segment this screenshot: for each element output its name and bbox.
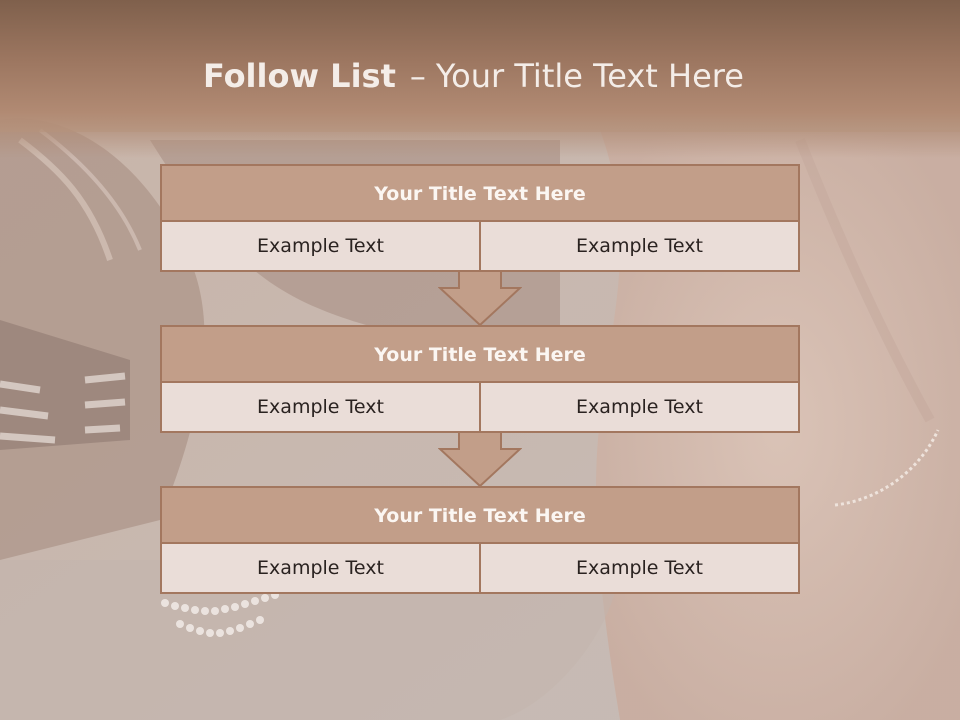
list-block-3: Your Title Text Here Example Text Exampl… [160,486,800,594]
block-cell-left: Example Text [162,544,481,592]
slide-title-rest: Your Title Text Here [435,57,744,95]
list-block-2: Your Title Text Here Example Text Exampl… [160,325,800,433]
block-row: Example Text Example Text [162,383,798,431]
slide-title-dash: – [409,57,426,95]
list-block-1: Your Title Text Here Example Text Exampl… [160,164,800,272]
slide-title-bold: Follow List [203,57,396,95]
block-cell-right: Example Text [481,544,798,592]
block-cell-right: Example Text [481,383,798,431]
down-arrow-icon [438,431,522,487]
block-row: Example Text Example Text [162,222,798,270]
title-band: Follow List–Your Title Text Here [0,0,960,158]
block-title: Your Title Text Here [162,327,798,383]
block-title: Your Title Text Here [162,166,798,222]
block-cell-left: Example Text [162,222,481,270]
slide-title: Follow List–Your Title Text Here [203,54,744,98]
block-row: Example Text Example Text [162,544,798,592]
block-cell-right: Example Text [481,222,798,270]
down-arrow-icon [438,270,522,326]
block-cell-left: Example Text [162,383,481,431]
block-title: Your Title Text Here [162,488,798,544]
